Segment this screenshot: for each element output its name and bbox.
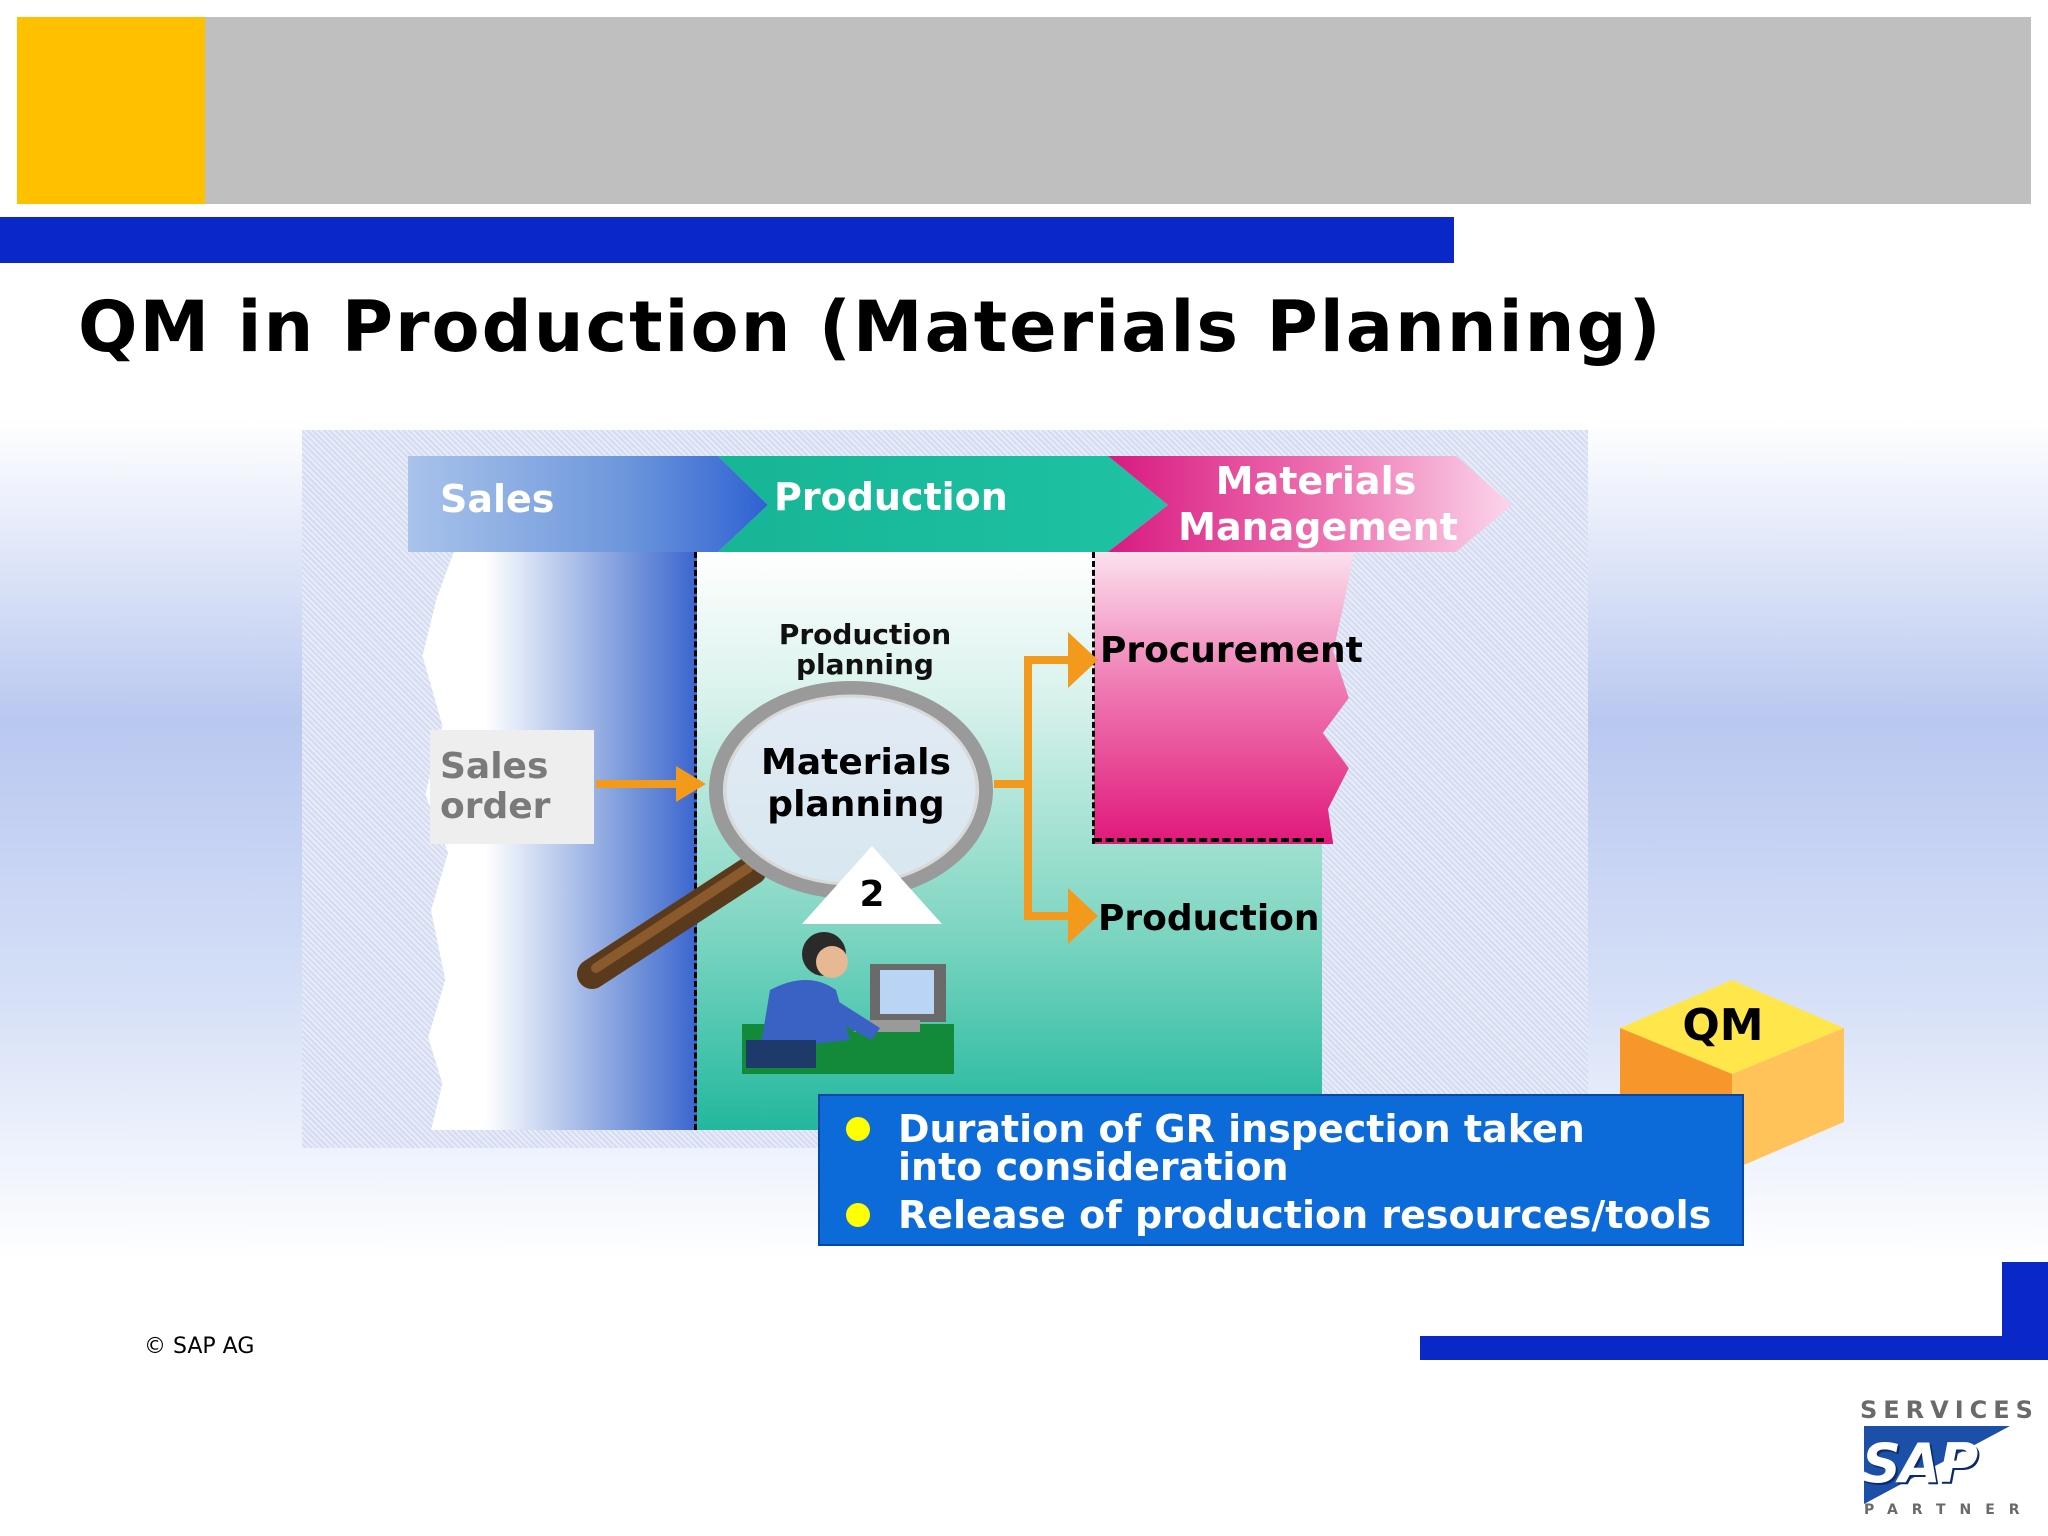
materials-management-bottom-border (1094, 838, 1324, 842)
materials-planning-label: Materials planning (742, 742, 970, 826)
procurement-label: Procurement (1100, 630, 1363, 671)
copyright-text: © SAP AG (144, 1334, 255, 1359)
qm-cube-label: QM (1682, 1000, 1764, 1051)
header-blue-bar (0, 217, 1454, 263)
stage-label-production: Production (774, 475, 1008, 519)
production-planning-label: Production planning (760, 620, 970, 680)
footer-blue-bar-vertical (2002, 1262, 2048, 1338)
header-yellow-block (17, 17, 205, 204)
sales-order-label-line1: Sales (440, 746, 549, 787)
planner-workstation-icon (742, 932, 954, 1074)
materials-management-left-border (1092, 552, 1095, 844)
production-target-label: Production (1098, 898, 1320, 939)
sales-order-label-line2: order (440, 786, 551, 827)
stage-label-management: Management (1178, 505, 1458, 549)
info-bullet-line1: Duration of GR inspection taken (898, 1107, 1585, 1151)
info-bullet: Duration of GR inspection taken into con… (844, 1110, 1742, 1186)
stage-label-sales: Sales (440, 477, 554, 521)
materials-management-column (1094, 552, 1354, 844)
materials-planning-line1: Materials (761, 742, 951, 783)
bullet-dot-icon (846, 1117, 870, 1141)
materials-planning-line2: planning (767, 784, 945, 825)
magnifying-glass-icon (577, 681, 993, 989)
slide-title: QM in Production (Materials Planning) (78, 286, 1663, 368)
info-bullet-line2: into consideration (898, 1145, 1289, 1189)
stage-banner-materials-management (1108, 456, 1512, 552)
production-planning-line2: planning (796, 648, 934, 681)
sales-order-box: Sales order (430, 730, 594, 844)
footer-blue-bar (1420, 1336, 2048, 1360)
info-bullet-text: Duration of GR inspection taken into con… (898, 1110, 1585, 1186)
production-left-border (694, 552, 697, 1130)
sap-logo-text: SAP (1862, 1432, 1978, 1495)
arrow-planning-to-targets (994, 632, 1098, 944)
stage-banner-sales (408, 456, 768, 552)
step-number: 2 (859, 874, 885, 915)
info-bullet: Release of production resources/tools (844, 1196, 1742, 1234)
sap-services-logo-text: SERVICES (1860, 1396, 2039, 1424)
arrow-sales-to-planning (596, 766, 706, 802)
info-box: Duration of GR inspection taken into con… (818, 1094, 1744, 1246)
production-planning-line1: Production (778, 618, 952, 651)
step-triangle (802, 846, 942, 924)
info-bullet-text: Release of production resources/tools (898, 1193, 1712, 1237)
stage-banner-production (718, 456, 1168, 552)
header-grey-band (205, 17, 2031, 204)
bullet-dot-icon (846, 1203, 870, 1227)
stage-label-materials: Materials (1216, 459, 1416, 503)
sap-partner-logo-text: PARTNER (1864, 1502, 2034, 1518)
